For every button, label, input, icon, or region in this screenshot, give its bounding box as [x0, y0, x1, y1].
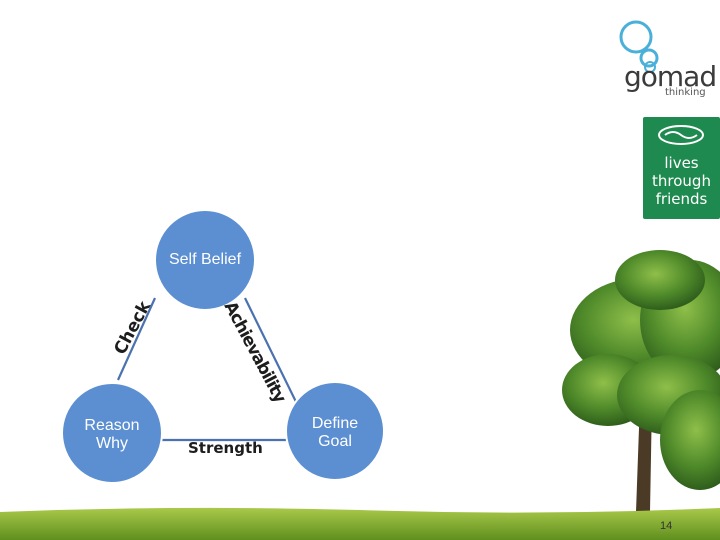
tree-image	[562, 250, 720, 512]
node-reason-why-label: Reason Why	[72, 417, 152, 453]
reason-why-text: Reason Why	[84, 417, 140, 452]
edge-check-line	[116, 297, 157, 381]
badge-line-2: through	[652, 172, 711, 190]
handshake-icon	[658, 125, 704, 145]
node-self-belief-label: Self Belief	[168, 251, 242, 268]
node-define-goal	[285, 381, 385, 481]
badge-line-3: friends	[655, 190, 708, 208]
grass-strip	[0, 507, 720, 540]
define-goal-text: Define Goal	[311, 415, 359, 450]
node-reason-why	[61, 382, 163, 484]
edge-strength-label: Strength	[188, 439, 263, 457]
edge-achievability-line	[244, 297, 301, 411]
node-define-goal-label: Define Goal	[295, 415, 375, 451]
lives-through-friends-badge: lives through friends	[643, 117, 720, 219]
badge-line-1: lives	[664, 154, 699, 172]
logo-brand: gomad	[624, 60, 717, 93]
page-number: 14	[660, 520, 673, 532]
node-self-belief	[154, 209, 256, 311]
logo-tagline: thinking	[665, 87, 706, 98]
